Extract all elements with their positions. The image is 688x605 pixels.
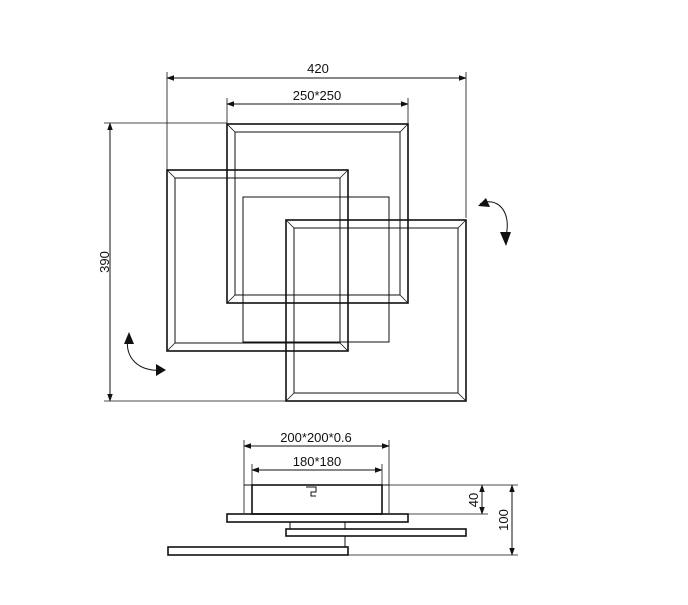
top-view: 420 250*250 390 [97,61,511,402]
frame-square-right [285,219,467,402]
frame-square-middle [226,123,409,304]
base-housing [244,484,389,515]
dimension-top-width: 420 [166,61,467,218]
dimension-top-height: 390 [97,122,287,402]
lamp-bar-middle [285,522,467,537]
dimension-total-height: 100 [348,484,518,556]
dimension-square-size: 250*250 [226,88,409,124]
curved-rotation-arrow-icon [124,332,166,376]
base-plate-outline [242,196,390,343]
dimension-label-100: 100 [496,509,511,531]
dimension-inner-base: 180*180 [251,454,383,486]
dimension-base-size: 200*200*0.6 [243,430,390,513]
dimension-label-250x250: 250*250 [293,88,341,103]
dimension-label-180x180: 180*180 [293,454,341,469]
frame-square-left [166,169,349,352]
dimension-label-420: 420 [307,61,329,76]
dimension-label-40: 40 [466,493,481,507]
side-view: 200*200*0.6 180*180 [167,430,518,556]
curved-rotation-arrow-icon [478,198,511,246]
lamp-bar-top [226,513,409,523]
dimension-label-390: 390 [97,251,112,273]
dimension-label-200x200x06: 200*200*0.6 [280,430,352,445]
lamp-bar-bottom [167,536,349,556]
dimension-base-height: 40 [389,484,488,515]
